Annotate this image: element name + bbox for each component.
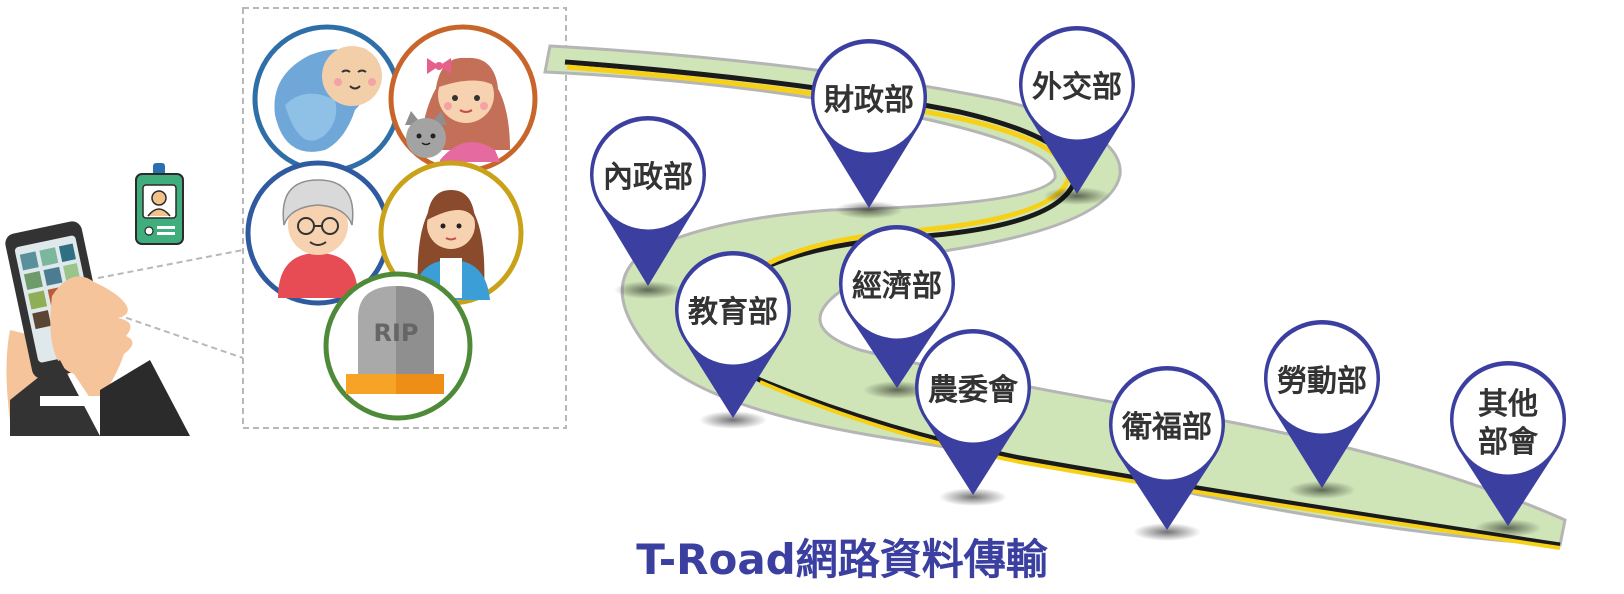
- pin-ministry-health-welfare[interactable]: 衛福部: [1109, 365, 1225, 541]
- id-card-icon: [135, 163, 184, 245]
- pin-label: 外交部: [1032, 70, 1122, 105]
- woman-icon: [412, 190, 490, 300]
- tombstone-text: RIP: [374, 319, 419, 347]
- pin-label: 農委會: [928, 373, 1019, 408]
- pin-ministry-interior[interactable]: 內政部: [590, 115, 706, 299]
- pin-other-ministries[interactable]: 其他 部會: [1450, 360, 1566, 537]
- road-yellow-line-lower: [759, 380, 1561, 550]
- pin-label-line-1: 其他: [1478, 387, 1538, 422]
- ministry-pins: 內政部 財政部 外交部 教育部 經濟部: [590, 25, 1566, 541]
- pin-label: 內政部: [603, 160, 693, 195]
- citizen-girl-cat: [388, 24, 538, 174]
- diagram-caption: T-Road網路資料傳輸: [636, 535, 1048, 584]
- pin-label: 衛福部: [1121, 410, 1212, 445]
- girl-with-cat-icon: [405, 57, 510, 162]
- citizens-frame: [242, 7, 567, 429]
- phone-hands-icon: [5, 221, 190, 436]
- pin-label-line-2: 部會: [1478, 425, 1539, 460]
- pin-council-agriculture[interactable]: 農委會: [915, 328, 1031, 506]
- baby-icon: [274, 46, 382, 152]
- citizen-woman: [378, 160, 524, 306]
- pin-ministry-labor[interactable]: 勞動部: [1264, 319, 1380, 499]
- pin-ministry-finance[interactable]: 財政部: [811, 38, 927, 219]
- tombstone-icon: RIP: [346, 286, 444, 394]
- pin-ministry-education[interactable]: 教育部: [675, 250, 791, 429]
- citizen-baby: [252, 24, 402, 174]
- cat-icon: [405, 111, 447, 158]
- road-surface: [543, 44, 1567, 547]
- pin-label: 勞動部: [1277, 364, 1367, 399]
- pin-label: 財政部: [824, 83, 914, 118]
- pin-ministry-economic-affairs[interactable]: 經濟部: [839, 224, 955, 399]
- pin-label: 經濟部: [852, 269, 942, 304]
- grandmother-icon: [278, 179, 358, 298]
- pin-ministry-foreign-affairs[interactable]: 外交部: [1019, 25, 1135, 205]
- citizen-grandmother: [245, 160, 391, 306]
- citizen-deceased: RIP: [323, 271, 473, 421]
- pin-label: 教育部: [688, 295, 778, 330]
